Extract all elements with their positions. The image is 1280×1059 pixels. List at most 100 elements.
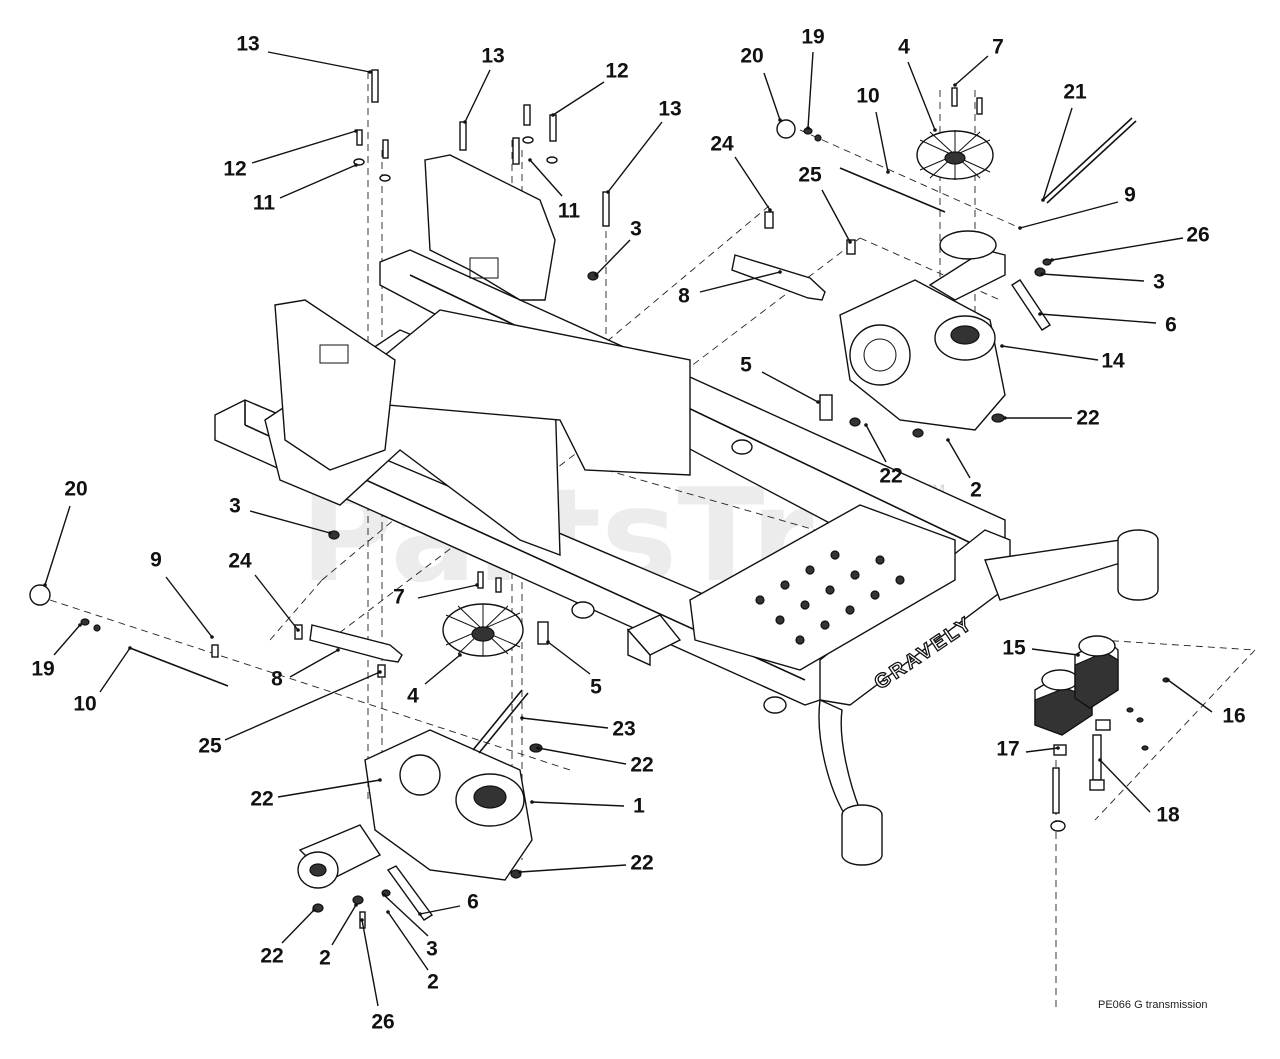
callout-leader-end [551, 113, 555, 117]
callout-leader-13 [607, 121, 663, 193]
callout-leader-24 [734, 156, 771, 211]
callout-leader-end [336, 648, 340, 652]
callout-leader-25 [224, 671, 381, 741]
callout-leader-13 [267, 51, 371, 73]
callout-leader-end [778, 118, 782, 122]
callout-leader-end [475, 583, 479, 587]
callout-label-7[interactable]: 7 [992, 36, 1004, 59]
callout-label-26[interactable]: 26 [1186, 224, 1209, 247]
callout-label-22[interactable]: 22 [250, 788, 273, 811]
callout-label-1[interactable]: 1 [633, 795, 645, 818]
callout-leader-5 [761, 371, 819, 403]
callout-leader-end [1038, 312, 1042, 316]
callout-label-20[interactable]: 20 [740, 45, 763, 68]
callout-label-13[interactable]: 13 [481, 45, 504, 68]
callout-leader-12 [251, 130, 357, 164]
callout-label-10[interactable]: 10 [856, 85, 879, 108]
callout-label-15[interactable]: 15 [1002, 637, 1026, 660]
callout-label-2[interactable]: 2 [319, 947, 331, 970]
callout-label-13[interactable]: 13 [658, 98, 681, 121]
callout-label-19[interactable]: 19 [801, 26, 824, 49]
callout-label-22[interactable]: 22 [260, 945, 283, 968]
callout-label-2[interactable]: 2 [427, 971, 439, 994]
footplate-holes [755, 550, 905, 645]
callout-label-17[interactable]: 17 [996, 738, 1019, 761]
callout-label-4[interactable]: 4 [898, 36, 910, 59]
callout-label-25[interactable]: 25 [798, 164, 822, 187]
callout-label-5[interactable]: 5 [740, 354, 752, 377]
callout-label-3[interactable]: 3 [630, 218, 642, 241]
callout-leader-end [768, 208, 772, 212]
callout-label-9[interactable]: 9 [1124, 184, 1136, 207]
callout-label-19[interactable]: 19 [31, 658, 54, 681]
callout-leader-end [296, 628, 300, 632]
callout-leader-10 [875, 111, 889, 173]
callout-label-20[interactable]: 20 [64, 478, 87, 501]
callout-leader-end [78, 623, 82, 627]
callout-leader-end [1076, 653, 1080, 657]
callout-label-10[interactable]: 10 [73, 693, 96, 716]
callout-label-6[interactable]: 6 [1165, 314, 1177, 337]
callout-leader-11 [529, 159, 563, 197]
callout-label-4[interactable]: 4 [407, 685, 419, 708]
callout-label-12[interactable]: 12 [605, 60, 628, 83]
callout-leader-end [953, 83, 957, 87]
callout-label-3[interactable]: 3 [1153, 271, 1165, 294]
callout-leader-19 [53, 624, 81, 656]
callout-label-2[interactable]: 2 [970, 479, 982, 502]
callout-leader-2 [947, 439, 971, 479]
callout-leader-21 [1042, 107, 1073, 201]
callout-label-3[interactable]: 3 [229, 495, 241, 518]
callout-label-21[interactable]: 21 [1063, 81, 1087, 104]
callout-label-6[interactable]: 6 [467, 891, 479, 914]
callout-label-11[interactable]: 11 [253, 192, 276, 215]
callout-leader-end [328, 531, 332, 535]
callout-leader-end [806, 126, 810, 130]
callout-label-25[interactable]: 25 [198, 735, 222, 758]
left-cooling-fan [442, 603, 524, 657]
callout-label-7[interactable]: 7 [393, 586, 405, 609]
callout-label-22[interactable]: 22 [1076, 407, 1099, 430]
callout-leader-end [1003, 416, 1007, 420]
callout-leader-2 [387, 911, 429, 971]
callout-leader-end [864, 423, 868, 427]
callout-leader-3 [1041, 273, 1145, 282]
callout-leader-end [210, 635, 214, 639]
callout-leader-22 [519, 864, 627, 873]
callout-leader-end [1018, 226, 1022, 230]
callout-label-16[interactable]: 16 [1222, 705, 1245, 728]
right-cooling-fan [916, 130, 994, 180]
callout-label-14[interactable]: 14 [1101, 350, 1125, 373]
callout-leader-end [360, 918, 364, 922]
callout-label-26[interactable]: 26 [371, 1011, 394, 1034]
callout-label-24[interactable]: 24 [228, 550, 252, 573]
callout-label-5[interactable]: 5 [590, 676, 602, 699]
callout-leader-end [418, 912, 422, 916]
mower-frame: GRAVELY [214, 154, 1159, 866]
callout-label-22[interactable]: 22 [630, 852, 653, 875]
callout-leader-20 [763, 72, 781, 121]
callout-label-11[interactable]: 11 [558, 200, 581, 223]
callout-label-9[interactable]: 9 [150, 549, 162, 572]
callout-label-24[interactable]: 24 [710, 133, 734, 156]
callout-label-8[interactable]: 8 [678, 285, 690, 308]
callout-leader-end [933, 128, 937, 132]
callout-label-12[interactable]: 12 [223, 158, 246, 181]
right-hydro-transaxle [731, 87, 1137, 438]
callout-label-22[interactable]: 22 [630, 754, 653, 777]
callout-label-13[interactable]: 13 [236, 33, 259, 56]
callout-leader-22 [537, 747, 627, 765]
callout-label-18[interactable]: 18 [1156, 804, 1180, 827]
callout-leader-4 [907, 61, 936, 131]
callout-leader-end [530, 800, 534, 804]
callout-leader-14 [1001, 345, 1099, 361]
callout-leader-16 [1167, 679, 1213, 713]
callout-leader-26 [1051, 237, 1184, 261]
callout-label-8[interactable]: 8 [271, 668, 283, 691]
callout-label-23[interactable]: 23 [612, 718, 635, 741]
callout-label-22[interactable]: 22 [879, 465, 902, 488]
callout-leader-end [536, 746, 540, 750]
callout-label-3[interactable]: 3 [426, 938, 438, 961]
hydraulic-reservoirs [1034, 635, 1170, 832]
callout-leader-7 [417, 584, 478, 599]
